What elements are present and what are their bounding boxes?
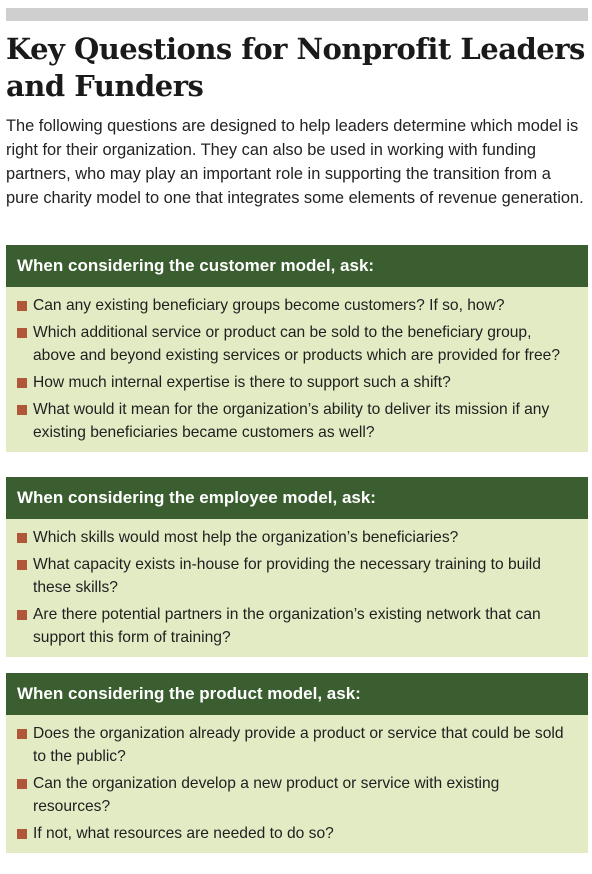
square-bullet-icon: [17, 829, 27, 839]
question-list: Does the organization already provide a …: [17, 722, 578, 845]
question-item: If not, what resources are needed to do …: [17, 822, 578, 845]
section-header: When considering the product model, ask:: [6, 673, 588, 715]
square-bullet-icon: [17, 533, 27, 543]
section-body: Which skills would most help the organiz…: [6, 519, 588, 657]
section-employee-model: When considering the employee model, ask…: [6, 477, 588, 657]
question-list: Which skills would most help the organiz…: [17, 526, 578, 649]
square-bullet-icon: [17, 779, 27, 789]
question-text: Are there potential partners in the orga…: [33, 606, 541, 646]
section-product-model: When considering the product model, ask:…: [6, 673, 588, 853]
page-title: Key Questions for Nonprofit Leaders and …: [6, 32, 585, 103]
question-item: Does the organization already provide a …: [17, 722, 578, 768]
intro-paragraph: The following questions are designed to …: [6, 117, 584, 207]
question-text: Which additional service or product can …: [33, 324, 561, 364]
question-list: Can any existing beneficiary groups beco…: [17, 294, 578, 444]
question-item: What capacity exists in-house for provid…: [17, 553, 578, 599]
question-item: How much internal expertise is there to …: [17, 371, 578, 394]
question-text: Can the organization develop a new produ…: [33, 775, 500, 815]
question-item: What would it mean for the organization’…: [17, 398, 578, 444]
square-bullet-icon: [17, 378, 27, 388]
top-divider-bar: [6, 8, 588, 21]
question-item: Can the organization develop a new produ…: [17, 772, 578, 818]
question-text: Which skills would most help the organiz…: [33, 529, 459, 546]
question-item: Can any existing beneficiary groups beco…: [17, 294, 578, 317]
question-text: What would it mean for the organization’…: [33, 401, 550, 441]
question-text: Does the organization already provide a …: [33, 725, 564, 765]
square-bullet-icon: [17, 610, 27, 620]
question-text: If not, what resources are needed to do …: [33, 825, 334, 842]
question-text: Can any existing beneficiary groups beco…: [33, 297, 505, 314]
question-item: Are there potential partners in the orga…: [17, 603, 578, 649]
square-bullet-icon: [17, 301, 27, 311]
question-text: What capacity exists in-house for provid…: [33, 556, 541, 596]
section-header: When considering the employee model, ask…: [6, 477, 588, 519]
section-body: Does the organization already provide a …: [6, 715, 588, 853]
square-bullet-icon: [17, 405, 27, 415]
square-bullet-icon: [17, 328, 27, 338]
square-bullet-icon: [17, 560, 27, 570]
section-body: Can any existing beneficiary groups beco…: [6, 287, 588, 452]
question-item: Which additional service or product can …: [17, 321, 578, 367]
section-header: When considering the customer model, ask…: [6, 245, 588, 287]
square-bullet-icon: [17, 729, 27, 739]
question-text: How much internal expertise is there to …: [33, 374, 451, 391]
question-item: Which skills would most help the organiz…: [17, 526, 578, 549]
section-customer-model: When considering the customer model, ask…: [6, 245, 588, 452]
